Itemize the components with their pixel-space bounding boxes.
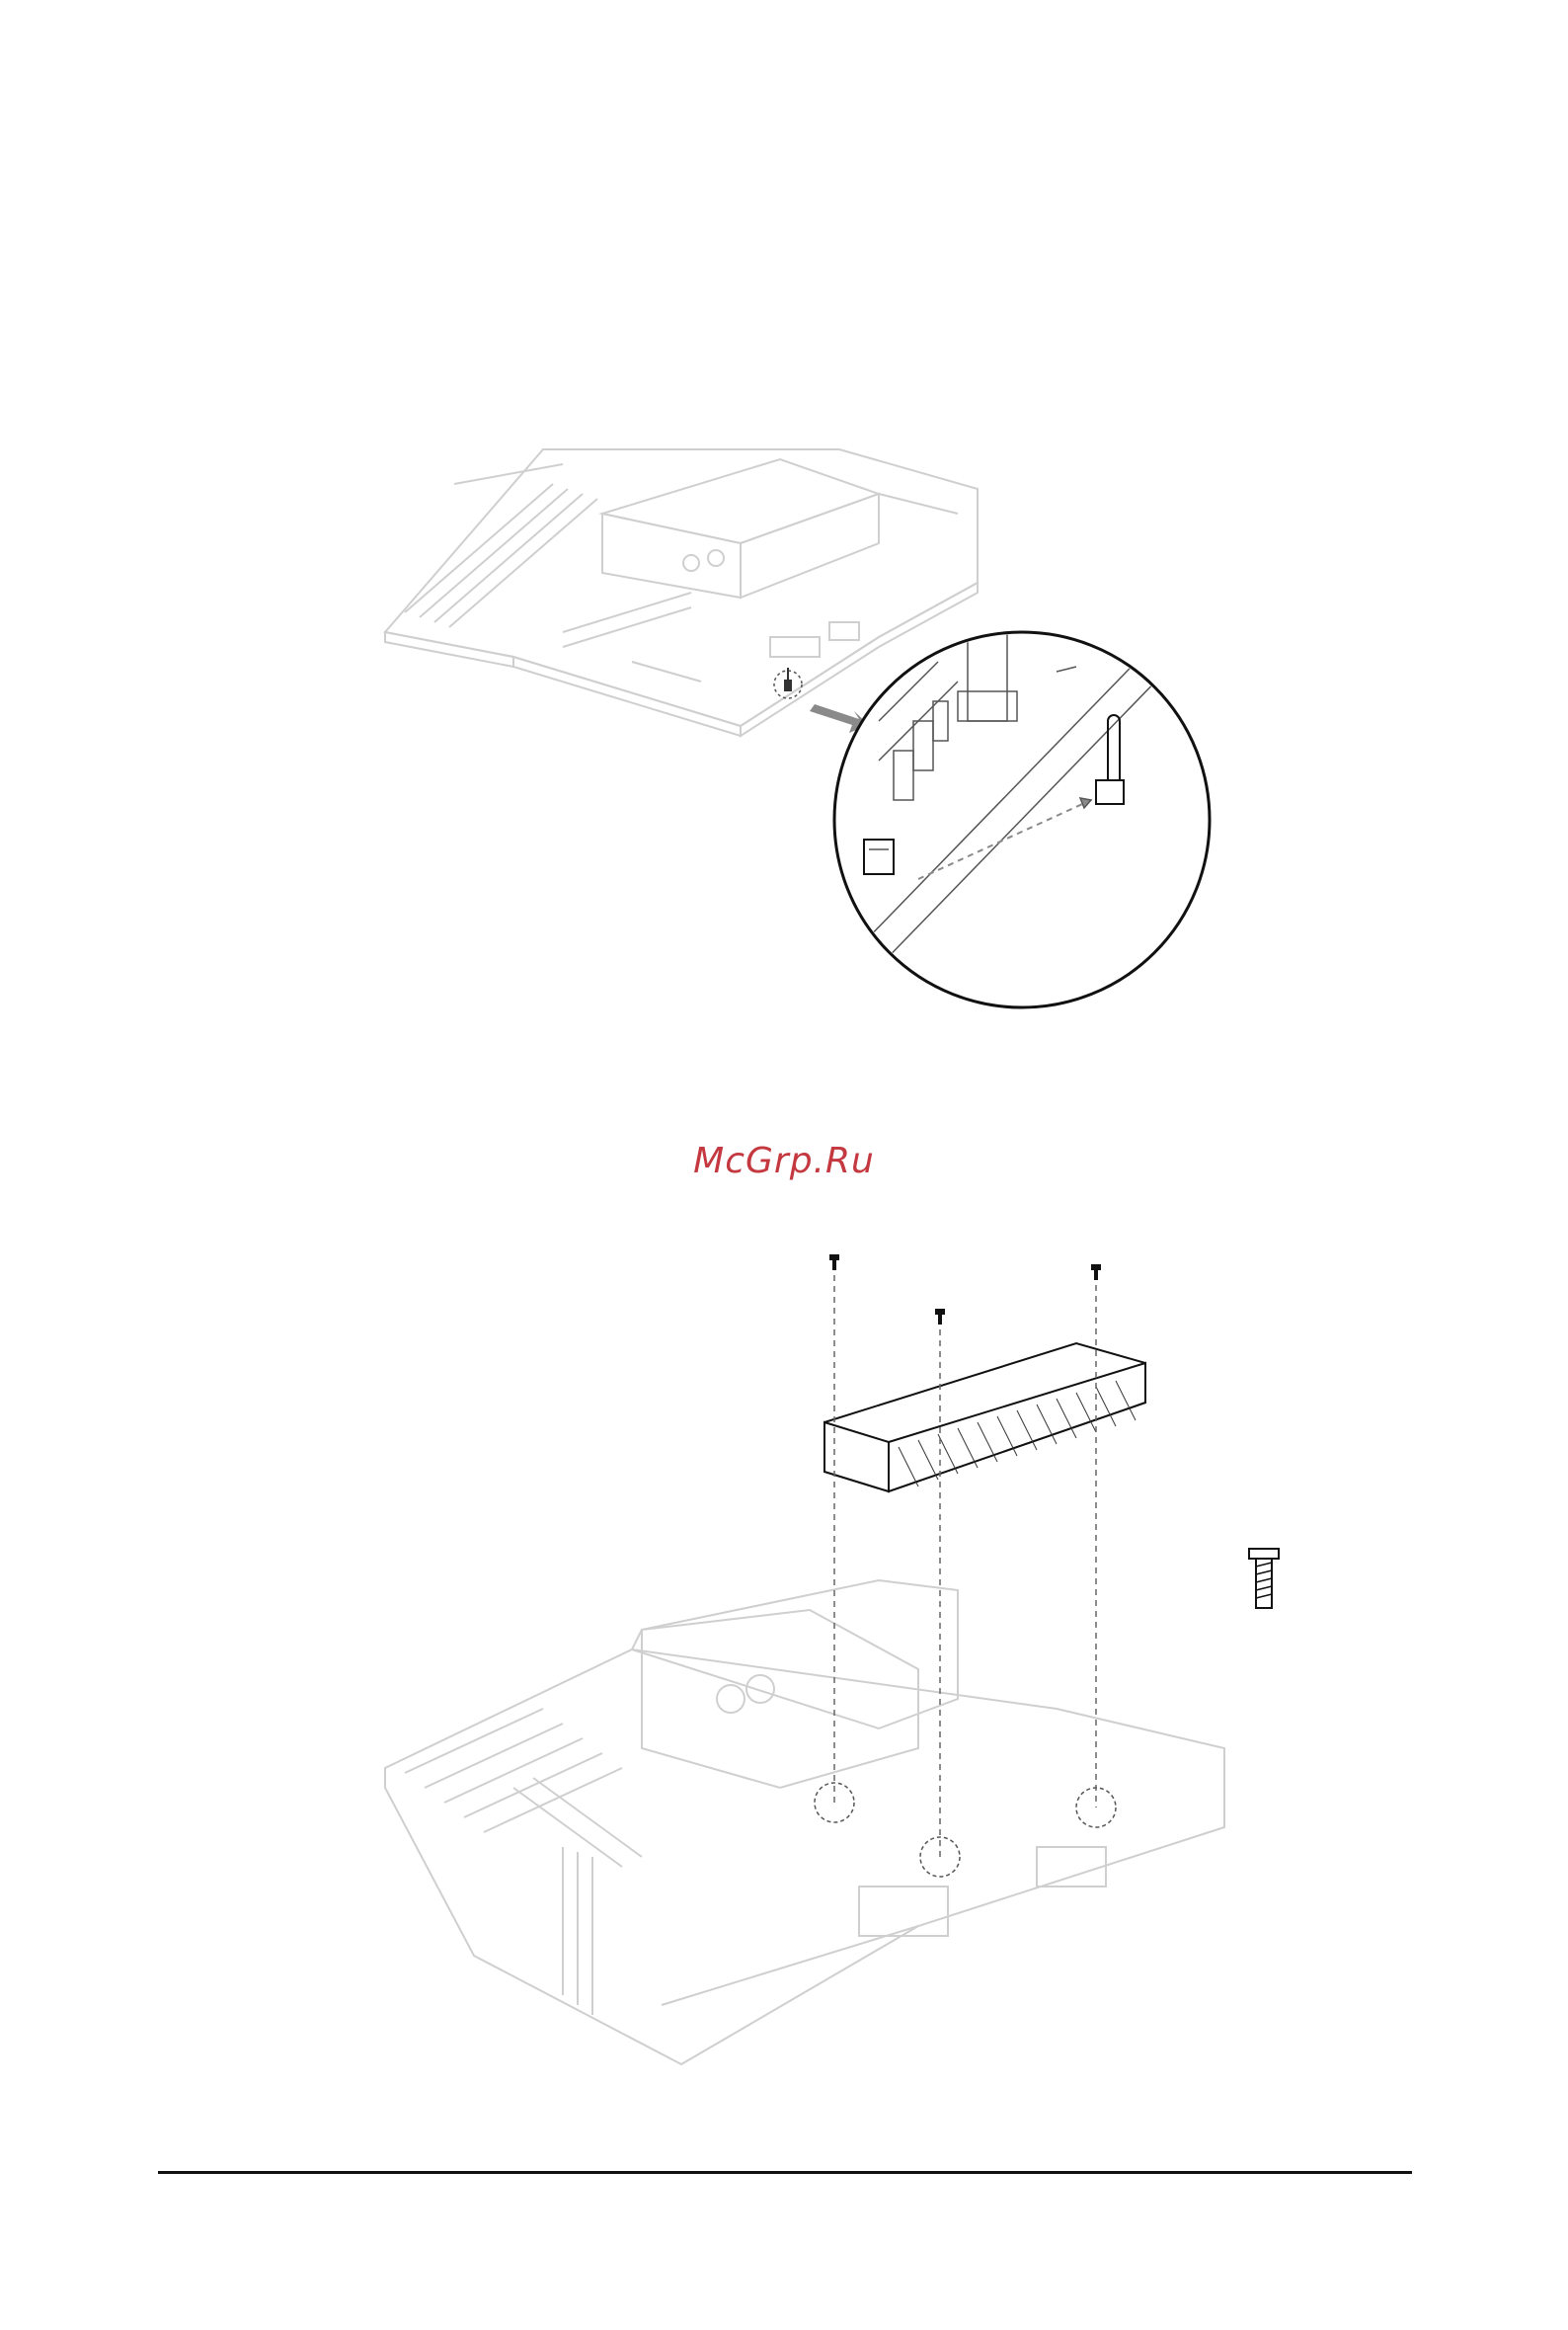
screw-icon xyxy=(829,1254,1101,1325)
motherboard-icon xyxy=(385,1580,1224,2064)
connector-icon xyxy=(774,668,802,698)
screw-icon xyxy=(1249,1549,1279,1608)
cover-icon xyxy=(824,1343,1145,1491)
screw-hole-markers xyxy=(815,1783,1116,1877)
connector-removal-figure xyxy=(365,425,1303,1057)
footer-divider xyxy=(158,2171,1412,2174)
watermark-text: McGrp.Ru xyxy=(0,1141,1568,1181)
cover-installation-figure xyxy=(365,1235,1303,2084)
magnify-circle-icon xyxy=(829,632,1210,1007)
